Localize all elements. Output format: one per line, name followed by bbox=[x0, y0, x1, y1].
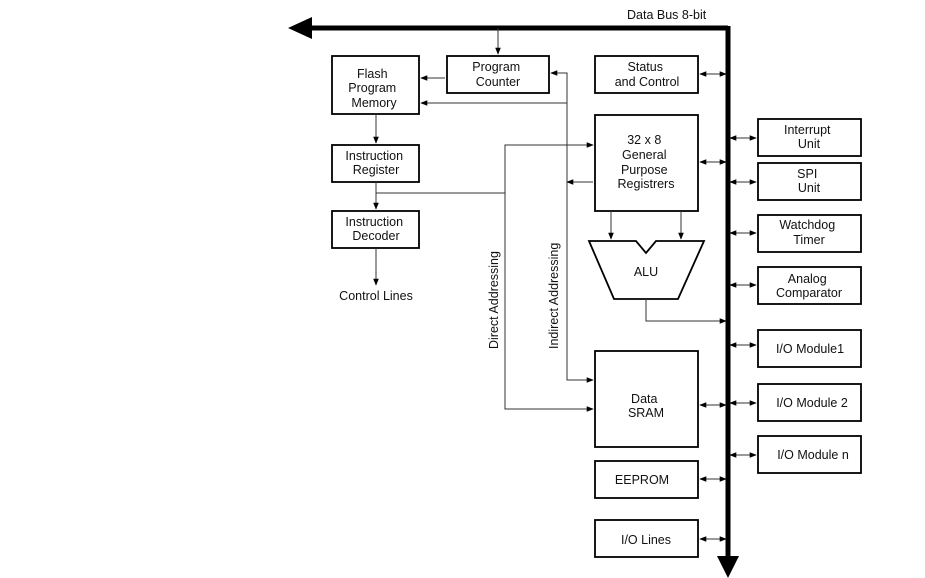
io-lines-block: I/O Lines bbox=[594, 519, 699, 558]
watchdog-timer-label: Watchdog Timer bbox=[779, 218, 838, 247]
general-purpose-registers-label: 32 x 8 General Purpose Registrers bbox=[618, 133, 675, 191]
interrupt-unit-block: Interrupt Unit bbox=[757, 118, 862, 157]
data-sram-label: Data SRAM bbox=[628, 392, 664, 420]
direct-addressing-label: Direct Addressing bbox=[487, 251, 501, 349]
io-module-n-block: I/O Module n bbox=[757, 435, 862, 474]
data-bus-label: Data Bus 8-bit bbox=[627, 8, 707, 22]
data-bus-down-arrowhead bbox=[717, 556, 739, 578]
instruction-decoder-label: Instruction Decoder bbox=[345, 215, 406, 243]
indirect-to-program-counter-arrow bbox=[550, 70, 568, 103]
io-module-2-block: I/O Module 2 bbox=[757, 383, 862, 422]
io-module-n-label: I/O Module n bbox=[777, 448, 849, 462]
data-bus-left-arrowhead bbox=[288, 17, 312, 39]
control-path-connections bbox=[373, 28, 567, 286]
program-counter-label: Program Counter bbox=[472, 60, 523, 89]
instruction-register-label: Instruction Register bbox=[345, 149, 406, 177]
status-and-control-block: Status and Control bbox=[594, 55, 699, 94]
eeprom-block: EEPROM bbox=[594, 460, 699, 499]
instruction-decoder-block: Instruction Decoder bbox=[331, 210, 420, 249]
io-module-2-label: I/O Module 2 bbox=[776, 396, 848, 410]
alu-shape bbox=[587, 240, 706, 300]
io-module-1-label: I/O Module1 bbox=[776, 342, 844, 356]
data-bus: Data Bus 8-bit bbox=[288, 8, 739, 578]
program-counter-block: Program Counter bbox=[446, 55, 550, 94]
watchdog-timer-block: Watchdog Timer bbox=[757, 214, 862, 253]
spi-unit-block: SPI Unit bbox=[757, 162, 862, 201]
alu-to-bus-arrow bbox=[645, 299, 727, 324]
analog-comparator-block: Analog Comparator bbox=[757, 266, 862, 305]
eeprom-label: EEPROM bbox=[615, 473, 669, 487]
data-sram-block: Data SRAM bbox=[594, 350, 699, 448]
peripheral-bus-connections bbox=[729, 135, 757, 458]
flash-program-memory-block: Flash Program Memory bbox=[331, 55, 420, 115]
addressing-paths: Direct Addressing Indirect Addressing bbox=[487, 70, 594, 412]
center-bus-connections bbox=[699, 71, 727, 542]
control-lines-label: Control Lines bbox=[339, 289, 413, 303]
io-module-1-block: I/O Module1 bbox=[757, 329, 862, 368]
status-and-control-label: Status and Control bbox=[615, 60, 680, 89]
instruction-register-block: Instruction Register bbox=[331, 144, 420, 183]
indirect-addressing-label: Indirect Addressing bbox=[547, 243, 561, 349]
interrupt-unit-label: Interrupt Unit bbox=[784, 123, 834, 151]
flash-program-memory-label: Flash Program Memory bbox=[348, 67, 399, 110]
alu-block: ALU bbox=[587, 240, 706, 300]
indirect-addressing-line bbox=[566, 182, 594, 383]
analog-comparator-label: Analog Comparator bbox=[776, 272, 842, 300]
general-purpose-registers-block: 32 x 8 General Purpose Registrers bbox=[594, 114, 699, 212]
spi-unit-label: SPI Unit bbox=[797, 167, 821, 195]
alu-label: ALU bbox=[634, 265, 658, 279]
gpr-alu-connections bbox=[608, 211, 727, 324]
io-lines-label: I/O Lines bbox=[621, 533, 671, 547]
